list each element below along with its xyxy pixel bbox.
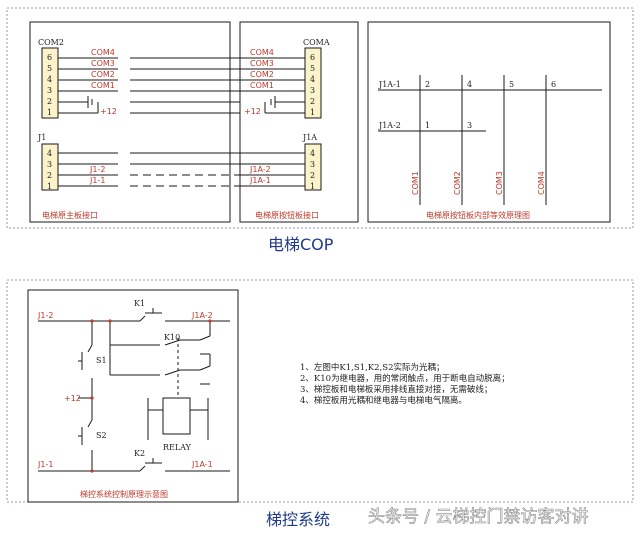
main-board-caption: 电梯原主板接口 bbox=[42, 210, 98, 220]
equiv-column-label: COM3 bbox=[495, 171, 504, 195]
main-plus12-label: +12 bbox=[100, 107, 117, 116]
button-com-signal: COM1 bbox=[250, 81, 274, 90]
main-j-signal: J1-1 bbox=[89, 176, 105, 185]
button-com-signal: COM2 bbox=[250, 70, 274, 79]
main-board-com-connector bbox=[41, 47, 59, 119]
button-com-signal: COM4 bbox=[250, 48, 274, 57]
main-com-pin: 5 bbox=[47, 64, 52, 73]
equiv-row1-num: 5 bbox=[509, 80, 514, 89]
control-bottom-left-label: J1-1 bbox=[37, 460, 53, 469]
equiv-column-label: COM2 bbox=[453, 171, 462, 195]
control-outer-frame bbox=[6, 279, 634, 503]
control-bottom-right-label: J1A-1 bbox=[191, 460, 213, 469]
note-line: 2、K10为继电器，用的常闭触点，用于断电自动脱离； bbox=[300, 373, 510, 384]
main-com-signal: COM4 bbox=[91, 48, 115, 57]
button-board-frame bbox=[239, 21, 359, 223]
main-com-pin: 1 bbox=[47, 108, 52, 117]
main-j-pin: 4 bbox=[47, 149, 52, 158]
cop-heading: 电梯COP bbox=[268, 235, 334, 254]
control-plus12-label: +12 bbox=[64, 394, 81, 403]
control-top-left-label: J1-2 bbox=[37, 311, 53, 320]
s2-label: S2 bbox=[96, 431, 107, 440]
k10-label: K10 bbox=[164, 333, 180, 342]
equiv-column-label: COM1 bbox=[411, 171, 420, 195]
watermark-text: 头条号 / 云梯控门禁访客对讲 bbox=[368, 507, 589, 527]
main-com-signal: COM1 bbox=[91, 81, 115, 90]
main-board-j-connector-label: J1 bbox=[37, 133, 46, 142]
button-plus12-label: +12 bbox=[244, 107, 261, 116]
control-diagram-caption: 梯控系统控制原理示意图 bbox=[80, 489, 168, 499]
note-line: 3、梯控板和电梯板采用排线直接对接，无需破线； bbox=[300, 384, 492, 395]
relay-label: RELAY bbox=[163, 443, 192, 452]
k1-label: K1 bbox=[134, 299, 145, 308]
button-board-com-connector-label: COMA bbox=[303, 38, 330, 47]
main-com-signal: COM3 bbox=[91, 59, 115, 68]
main-j-pin: 1 bbox=[47, 182, 52, 191]
equiv-row2-num: 1 bbox=[425, 121, 430, 130]
button-j-signal: J1A-1 bbox=[249, 176, 271, 185]
relay-coil bbox=[162, 397, 191, 435]
button-board-caption: 电梯原按钮板接口 bbox=[255, 210, 319, 220]
k2-label: K2 bbox=[134, 449, 145, 458]
button-com-pin: 1 bbox=[310, 108, 315, 117]
button-com-pin: 3 bbox=[310, 86, 315, 95]
equiv-column-label: COM4 bbox=[537, 171, 546, 195]
equiv-row2-num: 3 bbox=[467, 121, 472, 130]
control-diagram-frame bbox=[27, 289, 239, 503]
main-com-pin: 2 bbox=[47, 97, 52, 106]
control-heading: 梯控系统 bbox=[266, 510, 330, 529]
main-j-pin: 2 bbox=[47, 171, 52, 180]
button-board-com-connector bbox=[304, 47, 322, 119]
equiv-row1-num: 4 bbox=[467, 80, 472, 89]
note-line: 1、左图中K1,S1,K2,S2实际为光耦； bbox=[300, 362, 445, 373]
button-com-pin: 2 bbox=[310, 97, 315, 106]
main-j-pin: 3 bbox=[47, 160, 52, 169]
button-com-pin: 5 bbox=[310, 64, 315, 73]
main-board-com-connector-label: COM2 bbox=[38, 38, 64, 47]
equiv-row1-num: 6 bbox=[551, 80, 556, 89]
equiv-row1-num: 2 bbox=[425, 80, 430, 89]
button-com-pin: 6 bbox=[310, 53, 315, 62]
button-com-signal: COM3 bbox=[250, 59, 274, 68]
equiv-row2-label: J1A-2 bbox=[378, 121, 401, 130]
note-line: 4、梯控板用光耦和继电器与电梯电气隔离。 bbox=[300, 395, 467, 406]
main-com-pin: 6 bbox=[47, 53, 52, 62]
main-board-frame bbox=[29, 21, 231, 223]
main-com-pin: 4 bbox=[47, 75, 52, 84]
button-j-pin: 3 bbox=[310, 160, 315, 169]
equivalent-frame bbox=[367, 21, 611, 223]
cop-outer-frame bbox=[6, 7, 634, 229]
control-top-right-label: J1A-2 bbox=[191, 311, 213, 320]
main-j-signal: J1-2 bbox=[89, 165, 105, 174]
button-com-pin: 4 bbox=[310, 75, 315, 84]
equivalent-caption: 电梯原按钮板内部等效原理图 bbox=[426, 210, 530, 220]
button-board-j-connector bbox=[304, 143, 322, 191]
main-com-signal: COM2 bbox=[91, 70, 115, 79]
main-com-pin: 3 bbox=[47, 86, 52, 95]
main-board-j-connector bbox=[41, 143, 59, 191]
button-j-signal: J1A-2 bbox=[249, 165, 271, 174]
button-j-pin: 1 bbox=[310, 182, 315, 191]
s1-label: S1 bbox=[96, 356, 107, 365]
button-j-pin: 4 bbox=[310, 149, 315, 158]
button-board-j-connector-label: J1A bbox=[302, 133, 317, 142]
button-j-pin: 2 bbox=[310, 171, 315, 180]
equiv-row1-label: J1A-1 bbox=[378, 80, 401, 89]
